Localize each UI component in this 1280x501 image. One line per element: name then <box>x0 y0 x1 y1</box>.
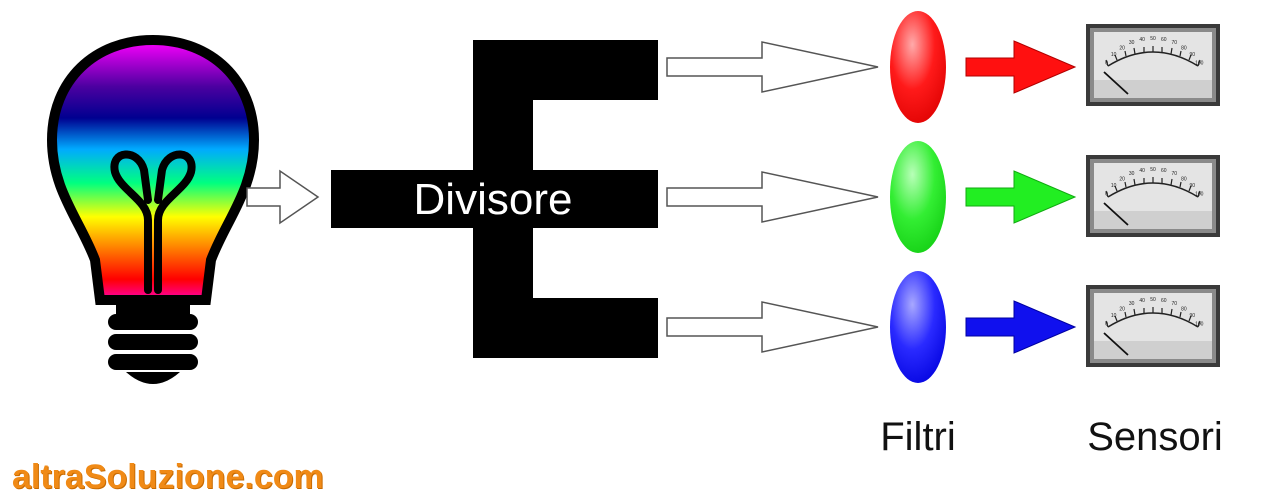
meter-tick-label: 90 <box>1190 183 1196 189</box>
meter-tick-label: 70 <box>1172 40 1178 46</box>
meter-tick-label: 0 <box>1105 322 1108 328</box>
outline-arrow-icon <box>246 169 320 225</box>
meter-tick-label: 0 <box>1105 192 1108 198</box>
blue-filter-icon <box>890 271 946 383</box>
meter-tick-label: 20 <box>1119 176 1125 182</box>
meter-tick-label: 80 <box>1181 306 1187 312</box>
meter-tick-label: 100 <box>1195 61 1204 67</box>
meter-tick-label: 10 <box>1111 183 1117 189</box>
light-bulb-icon <box>46 34 260 384</box>
meter-tick-label: 30 <box>1129 301 1135 307</box>
outline-arrow-icon <box>666 301 879 353</box>
meter-tick-label: 30 <box>1129 40 1135 46</box>
meter-tick-label: 80 <box>1181 45 1187 51</box>
meter-tick-label: 90 <box>1190 52 1196 58</box>
meter-tick-label: 20 <box>1119 45 1125 51</box>
meter-tick-label: 30 <box>1129 171 1135 177</box>
red-arrow-icon <box>965 40 1077 94</box>
meter-tick-label: 100 <box>1195 322 1204 328</box>
watermark-logo: altraSoluzione.com <box>12 458 324 496</box>
meter-tick-label: 20 <box>1119 306 1125 312</box>
red-filter-icon <box>890 11 946 123</box>
meter-tick-label: 70 <box>1172 171 1178 177</box>
meter-tick-label: 10 <box>1111 52 1117 58</box>
outline-arrow-icon <box>666 41 879 93</box>
blue-arrow-icon <box>965 300 1077 354</box>
meter-tick-label: 40 <box>1139 298 1145 304</box>
meter-tick-label: 60 <box>1161 298 1167 304</box>
meter-tick-label: 90 <box>1190 313 1196 319</box>
splitter-block <box>331 40 658 358</box>
meter-tick-label: 50 <box>1150 36 1156 42</box>
meter-tick-label: 40 <box>1139 37 1145 43</box>
splitter-label: Divisore <box>413 175 573 224</box>
outline-arrow-icon <box>666 171 879 223</box>
meter-tick-label: 60 <box>1161 168 1167 174</box>
meter-tick-label: 70 <box>1172 301 1178 307</box>
meter-tick-label: 50 <box>1150 167 1156 173</box>
green-arrow-icon <box>965 170 1077 224</box>
meter-tick-label: 100 <box>1195 192 1204 198</box>
green-filter-icon <box>890 141 946 253</box>
sensors-label: Sensori <box>1087 415 1223 459</box>
meter-tick-label: 80 <box>1181 176 1187 182</box>
filters-label: Filtri <box>880 415 956 459</box>
meter-tick-label: 50 <box>1150 297 1156 303</box>
meter-tick-label: 60 <box>1161 37 1167 43</box>
meter-tick-label: 0 <box>1105 61 1108 67</box>
meter-tick-label: 10 <box>1111 313 1117 319</box>
meter-tick-label: 40 <box>1139 168 1145 174</box>
